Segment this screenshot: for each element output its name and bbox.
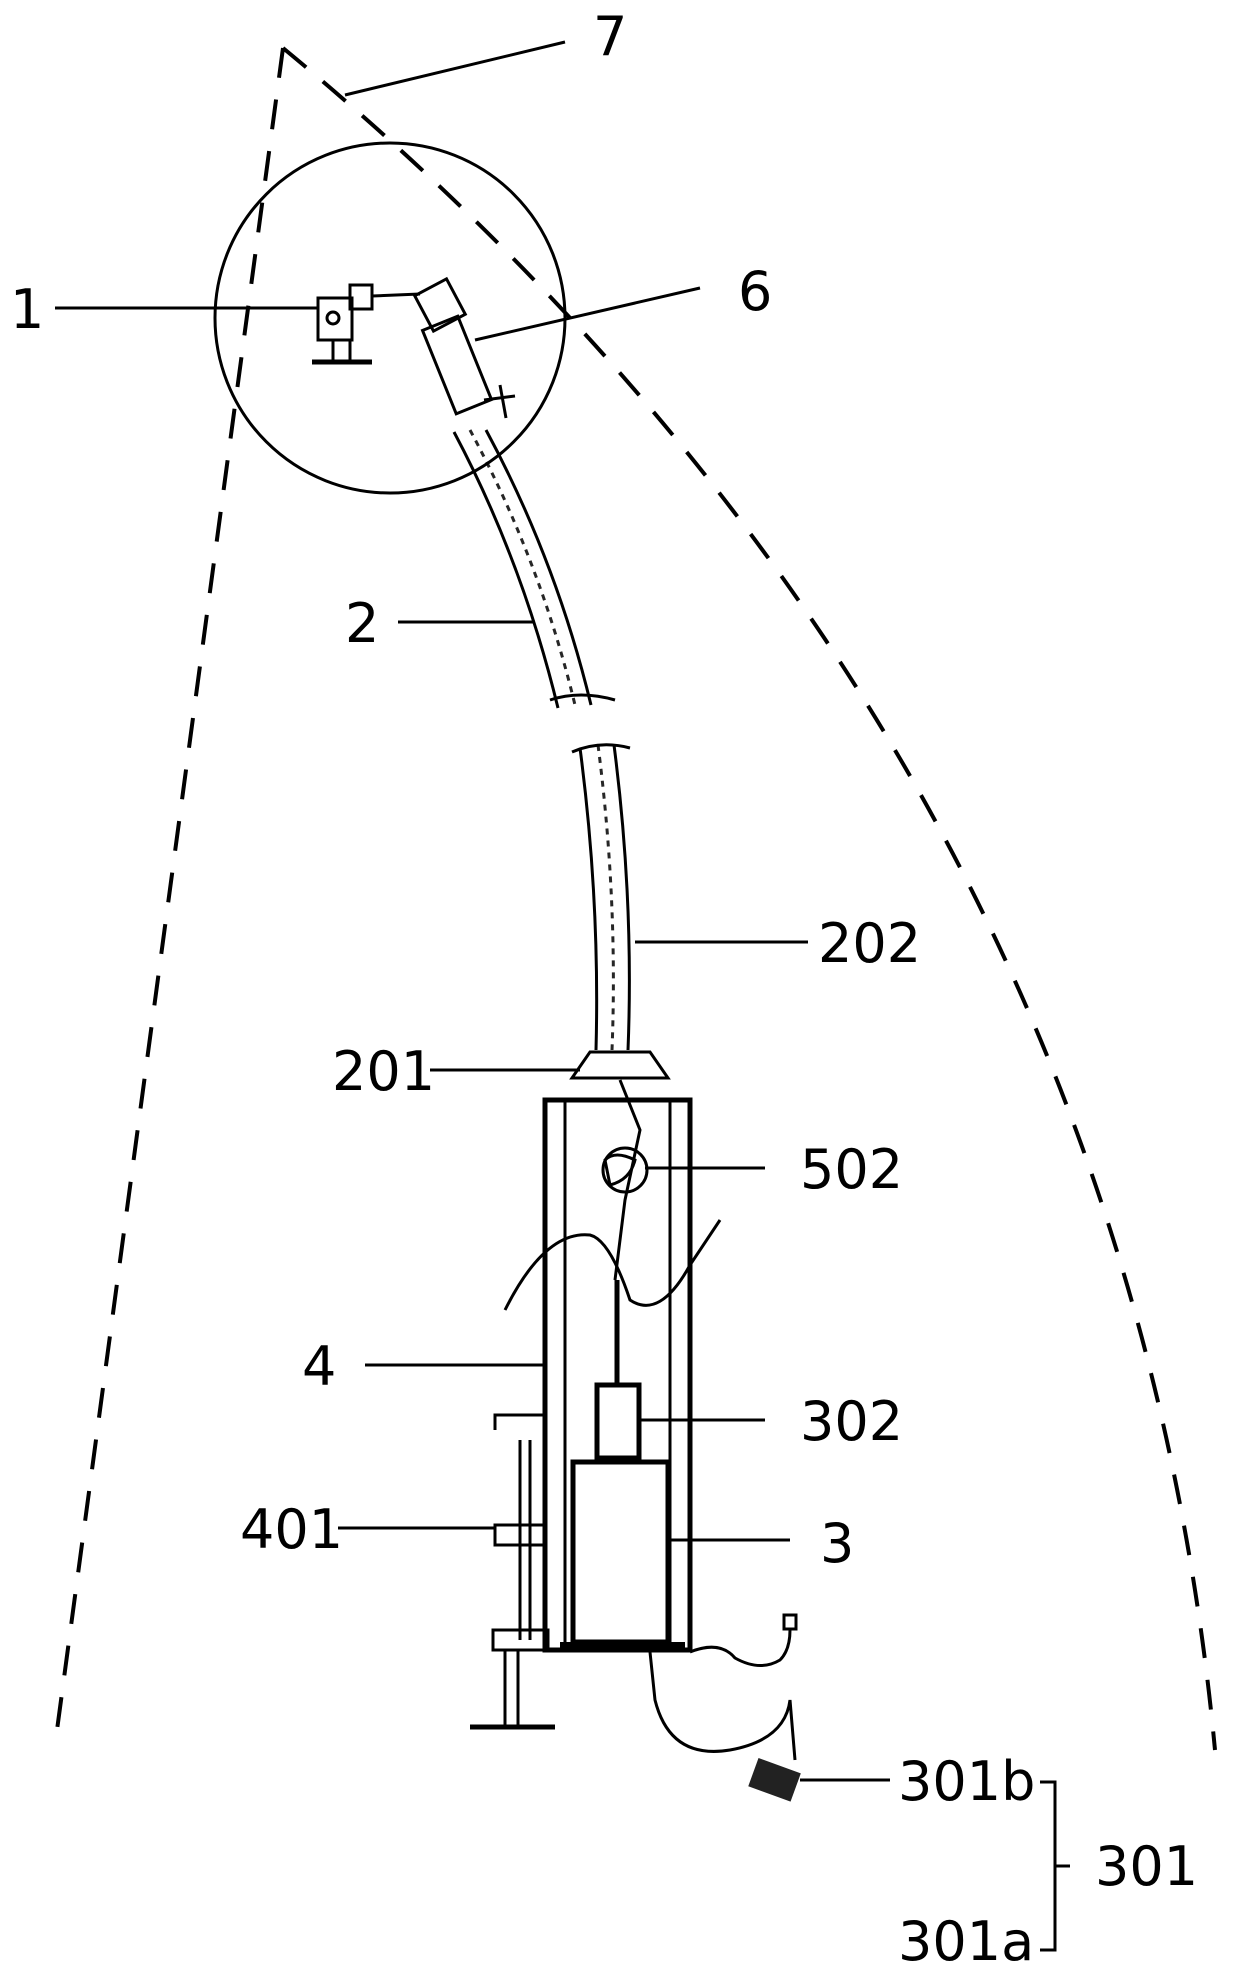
- lamp-body: [415, 279, 515, 418]
- label-3: 3: [820, 1512, 854, 1575]
- label-4: 4: [302, 1335, 336, 1398]
- label-301a: 301a: [898, 1910, 1034, 1973]
- bracket-301: [1040, 1782, 1070, 1950]
- label-401: 401: [240, 1498, 343, 1561]
- label-7: 7: [593, 5, 627, 68]
- connector: [572, 1052, 668, 1078]
- label-1: 1: [10, 278, 44, 341]
- label-301: 301: [1095, 1835, 1198, 1898]
- head-clamp: [312, 285, 420, 362]
- label-301b: 301b: [898, 1750, 1035, 1813]
- label-201: 201: [332, 1040, 435, 1103]
- main-battery: [573, 1462, 668, 1642]
- gooseneck-upper: [454, 430, 615, 708]
- detail-circle: [215, 143, 565, 493]
- gooseneck-lower: [572, 745, 630, 1050]
- label-6: 6: [738, 260, 772, 323]
- label-2: 2: [345, 592, 379, 655]
- label-502: 502: [800, 1138, 903, 1201]
- label-302: 302: [800, 1390, 903, 1453]
- label-202: 202: [818, 912, 921, 975]
- pulley: [603, 1080, 647, 1280]
- small-battery: [597, 1385, 639, 1458]
- battery-base: [560, 1642, 685, 1652]
- base-clamp: [470, 1415, 555, 1727]
- switch-plug: [748, 1758, 801, 1802]
